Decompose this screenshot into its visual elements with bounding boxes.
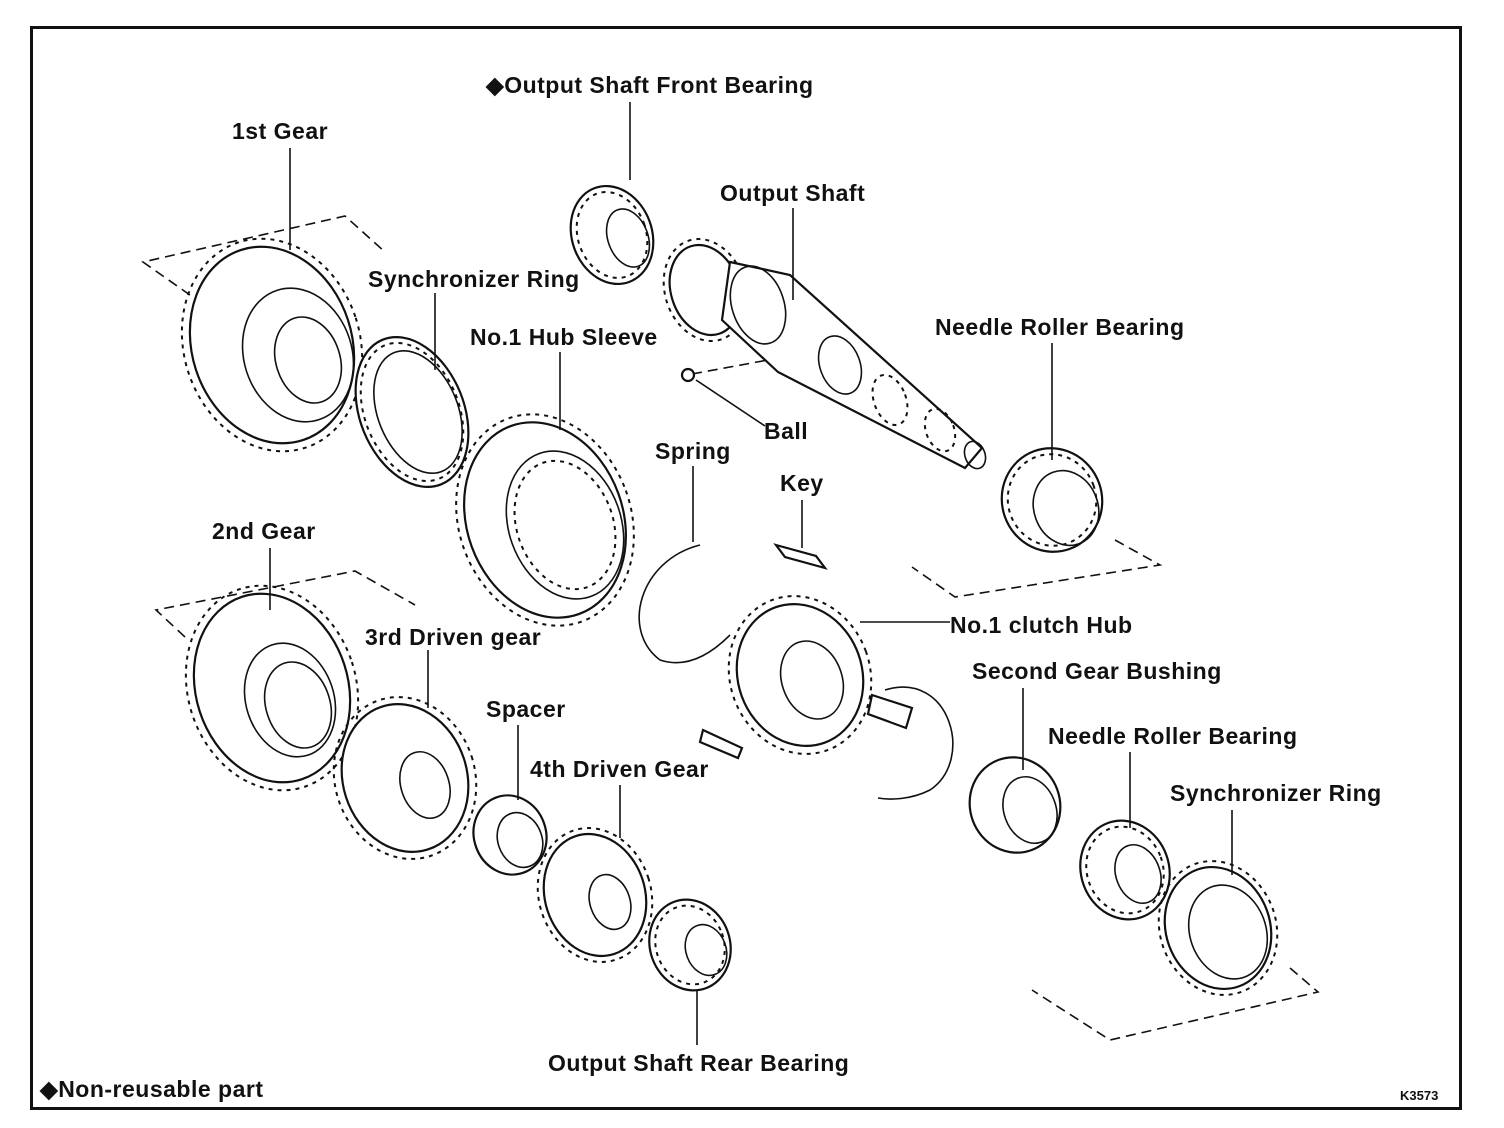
label-needle-roller-bearing-bottom: Needle Roller Bearing (1048, 723, 1298, 749)
label-output-shaft-front-bearing: ◆Output Shaft Front Bearing (486, 72, 814, 98)
label-ball: Ball (764, 418, 809, 444)
dashed-outline-bottom-right (1031, 967, 1320, 1041)
label-first-gear: 1st Gear (232, 118, 329, 144)
label-fourth-driven-gear: 4th Driven Gear (530, 756, 709, 782)
ball-part (680, 367, 696, 383)
spring-top-part (638, 544, 731, 664)
first-gear-part (180, 237, 364, 453)
label-spacer: Spacer (486, 696, 566, 722)
dashed-outline-needle (911, 539, 1163, 598)
needle-bearing-top-part (1000, 447, 1104, 553)
label-third-driven-gear: 3rd Driven gear (365, 624, 542, 650)
second-gear-part (184, 584, 360, 792)
synchronizer-ring-top-part (354, 336, 470, 488)
key-right-part (866, 693, 914, 730)
label-key: Key (780, 470, 824, 496)
spacer-part (472, 794, 548, 876)
label-spring: Spring (655, 438, 731, 464)
label-second-gear-bushing: Second Gear Bushing (972, 658, 1222, 684)
label-synchronizer-ring-top: Synchronizer Ring (368, 266, 580, 292)
key-left-part (698, 728, 744, 760)
clutch-hub-part (727, 595, 873, 755)
label-output-shaft: Output Shaft (720, 180, 866, 206)
legend-non-reusable: ◆Non-reusable part (40, 1076, 264, 1102)
label-clutch-hub: No.1 clutch Hub (950, 612, 1133, 638)
synchronizer-ring-bottom-part (1157, 860, 1279, 996)
rear-bearing-part (648, 898, 732, 992)
leader-ball (695, 379, 766, 427)
third-driven-gear-part (332, 696, 478, 860)
label-second-gear: 2nd Gear (212, 518, 316, 544)
label-needle-roller-bearing-top: Needle Roller Bearing (935, 314, 1185, 340)
front-bearing-part (569, 184, 655, 286)
key-top-part (773, 543, 828, 570)
output-shaft-part (662, 238, 987, 470)
dashed-outline-mid-left (154, 570, 416, 638)
label-hub-sleeve: No.1 Hub Sleeve (470, 324, 658, 350)
label-synchronizer-ring-bottom: Synchronizer Ring (1170, 780, 1382, 806)
dashed-outline-top-left (141, 215, 386, 296)
label-output-shaft-rear-bearing: Output Shaft Rear Bearing (548, 1050, 850, 1076)
second-gear-bushing-part (968, 756, 1062, 854)
fourth-driven-gear-part (536, 827, 654, 963)
hub-sleeve-part (455, 413, 635, 627)
spring-bottom-part (877, 686, 954, 800)
figure-code: K3573 (1400, 1088, 1439, 1103)
figure-border (30, 26, 1462, 1110)
needle-bearing-bottom-part (1079, 819, 1171, 921)
